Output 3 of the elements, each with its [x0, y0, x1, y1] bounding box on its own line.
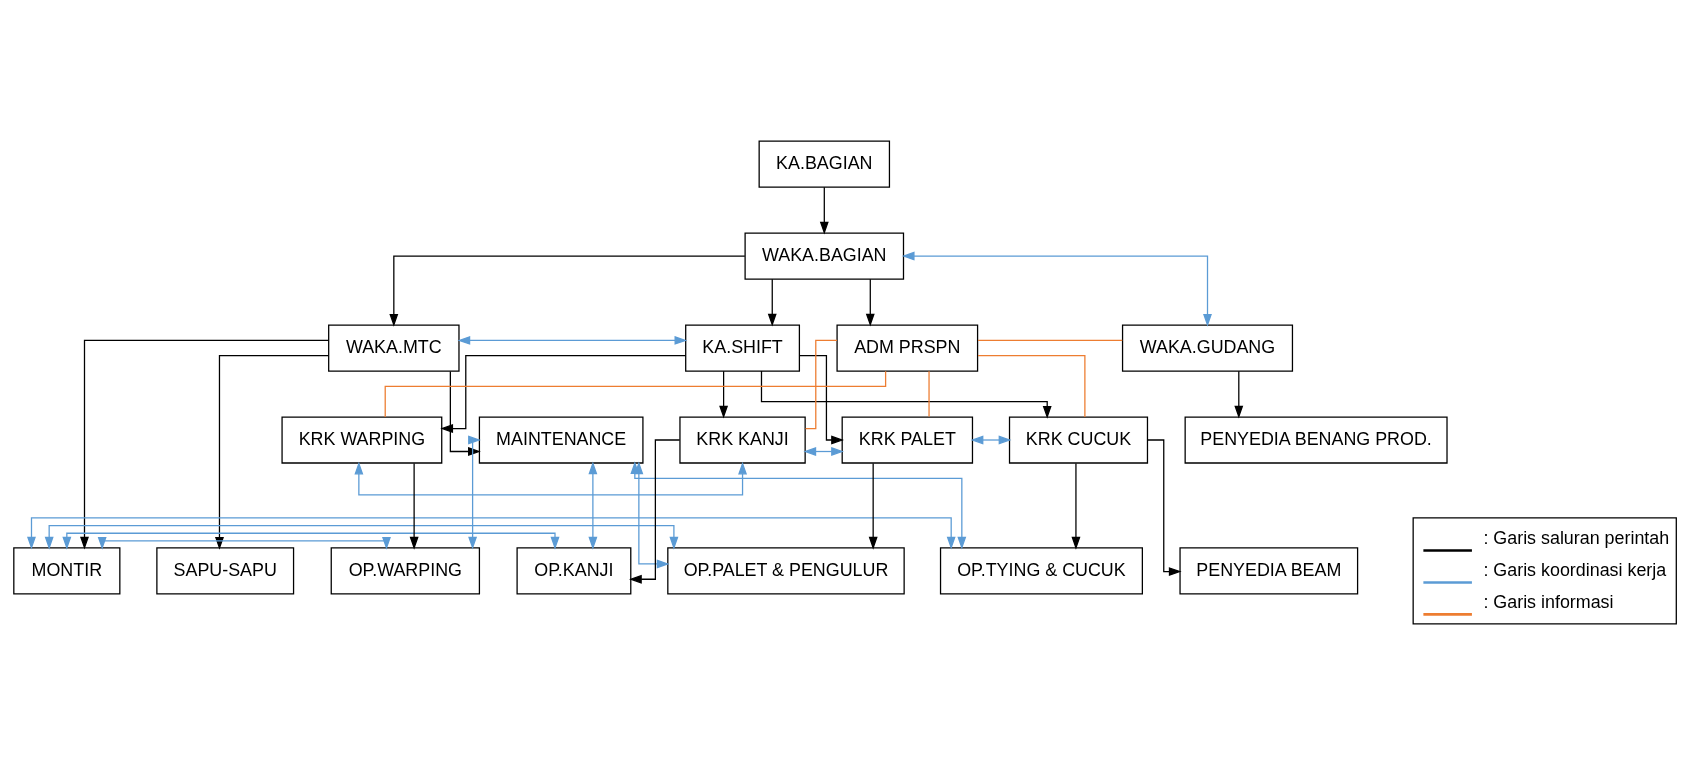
legend-label: : Garis informasi: [1483, 591, 1614, 612]
legend-label: : Garis koordinasi kerja: [1483, 559, 1667, 580]
legend-label: : Garis saluran perintah: [1483, 527, 1670, 548]
